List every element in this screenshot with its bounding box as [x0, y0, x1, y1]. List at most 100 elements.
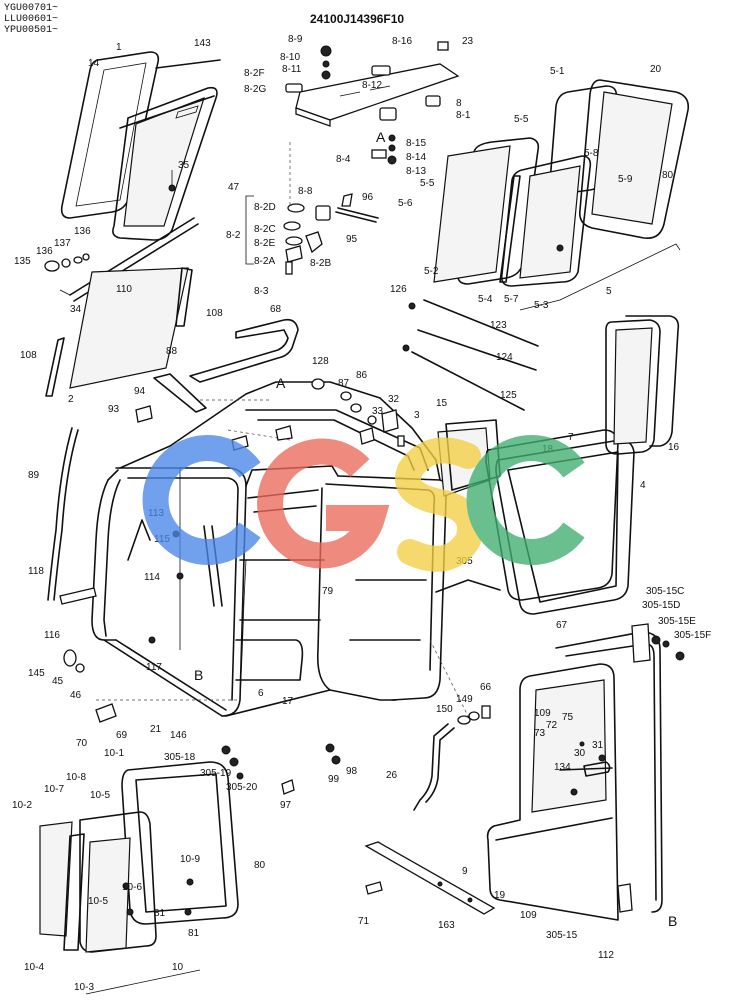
callout-label: 8-15 [406, 138, 426, 149]
roof-hatch-group [60, 51, 221, 241]
callout-label: 3 [414, 410, 420, 421]
hardware-group [311, 378, 405, 447]
callout-label: 108 [206, 308, 223, 319]
stay-rods-group [402, 299, 539, 411]
callout-label: 73 [534, 728, 546, 739]
callout-label: 8-10 [280, 52, 300, 63]
watermark-letter-g [257, 438, 390, 569]
callout-label: 5-5 [420, 178, 435, 189]
callout-label: 123 [490, 320, 507, 331]
callout-label: 305-15C [646, 586, 684, 597]
callout-label: 8-9 [288, 34, 303, 45]
callout-label: 81 [154, 908, 166, 919]
callout-label: 8-3 [254, 286, 269, 297]
callout-label: 5-5 [514, 114, 529, 125]
callout-label: 134 [554, 762, 571, 773]
callout-label: 126 [390, 284, 407, 295]
callout-label: 17 [282, 696, 294, 707]
callout-label: 305-15 [546, 930, 578, 941]
callout-label: 7 [568, 432, 574, 443]
callout-label: 9 [462, 866, 468, 877]
callout-label: 20 [650, 64, 662, 75]
callout-label: 117 [146, 662, 162, 673]
callout-label: 99 [328, 774, 340, 785]
callout-label: 5-1 [550, 66, 565, 77]
callout-label: 47 [228, 182, 240, 193]
bracket-hardware-group [221, 579, 501, 795]
callout-label: 80 [254, 860, 266, 871]
bottom-bar-group [364, 841, 496, 915]
callout-label: 116 [44, 630, 60, 641]
callout-label: 23 [462, 36, 474, 47]
callout-label: 8-2D [254, 202, 276, 213]
serial-list: YGU00701~ LLU00601~ YPU00501~ [4, 3, 58, 36]
callout-label: 97 [280, 800, 292, 811]
grab-handle-group [413, 705, 491, 811]
callout-label: 10-5 [88, 896, 108, 907]
part-number-title: 24100J14396F10 [310, 12, 405, 26]
callout-label: 26 [386, 770, 398, 781]
callout-label: 5-7 [504, 294, 519, 305]
callout-label: 136 [36, 246, 53, 257]
callout-label: 150 [436, 704, 453, 715]
callout-label: 8-14 [406, 152, 426, 163]
callout-label: 5-2 [424, 266, 439, 277]
callout-label: 14 [88, 58, 100, 69]
callout-label: 10-1 [104, 748, 124, 759]
callout-label: 86 [356, 370, 368, 381]
callout-label: 45 [52, 676, 64, 687]
rear-glass-group [45, 267, 193, 397]
callout-label: 10-2 [12, 800, 32, 811]
callout-label: 35 [178, 160, 190, 171]
callout-label: 5-4 [478, 294, 493, 305]
callout-label: 5-8 [584, 148, 599, 159]
callout-label: 31 [592, 740, 604, 751]
callout-label: 10-3 [74, 982, 94, 993]
callout-label: 109 [534, 708, 551, 719]
callout-label: 81 [188, 928, 200, 939]
handrail-group [153, 318, 299, 413]
watermark-letter-c [142, 435, 261, 565]
callout-label: 8-11 [282, 64, 302, 75]
callout-label: 4 [640, 480, 646, 491]
callout-label: 124 [496, 352, 513, 363]
callout-label: 33 [372, 406, 384, 417]
callout-label: 89 [28, 470, 40, 481]
callout-label: 34 [70, 304, 82, 315]
callout-label: 16 [668, 442, 680, 453]
callout-label: 8-2F [244, 68, 265, 79]
callout-label: 128 [312, 356, 329, 367]
callout-label: 93 [108, 404, 120, 415]
callout-label: 8-2C [254, 224, 276, 235]
callout-label: 8-13 [406, 166, 426, 177]
callout-label: 19 [494, 890, 506, 901]
callout-label: 136 [74, 226, 91, 237]
callout-label: 110 [116, 284, 132, 295]
front-window-group [39, 761, 239, 995]
callout-label: 163 [438, 920, 455, 931]
callout-label: 5-6 [398, 198, 413, 209]
callout-label: 10-8 [66, 772, 86, 783]
ref-a-top: A [376, 129, 386, 145]
callout-label: 67 [556, 620, 568, 631]
callout-label: 135 [14, 256, 31, 267]
callout-label: 108 [20, 350, 37, 361]
right-window-group [433, 79, 690, 311]
callout-label: 80 [662, 170, 674, 181]
callout-label: 8-2 [226, 230, 241, 241]
callout-label: 8 [456, 98, 462, 109]
callout-label: 70 [76, 738, 88, 749]
callout-label: 145 [28, 668, 45, 679]
callout-label: 137 [54, 238, 71, 249]
callout-label: 305-15E [658, 616, 696, 627]
callout-label: 5-9 [618, 174, 633, 185]
ceiling-panel-group [245, 41, 460, 275]
callout-label: 8-4 [336, 154, 351, 165]
callout-label: 146 [170, 730, 187, 741]
callout-label: 10-9 [180, 854, 200, 865]
callout-label: 95 [346, 234, 358, 245]
callout-label: 8-8 [298, 186, 313, 197]
callout-label: 71 [358, 916, 370, 927]
callout-label: 8-2G [244, 84, 266, 95]
